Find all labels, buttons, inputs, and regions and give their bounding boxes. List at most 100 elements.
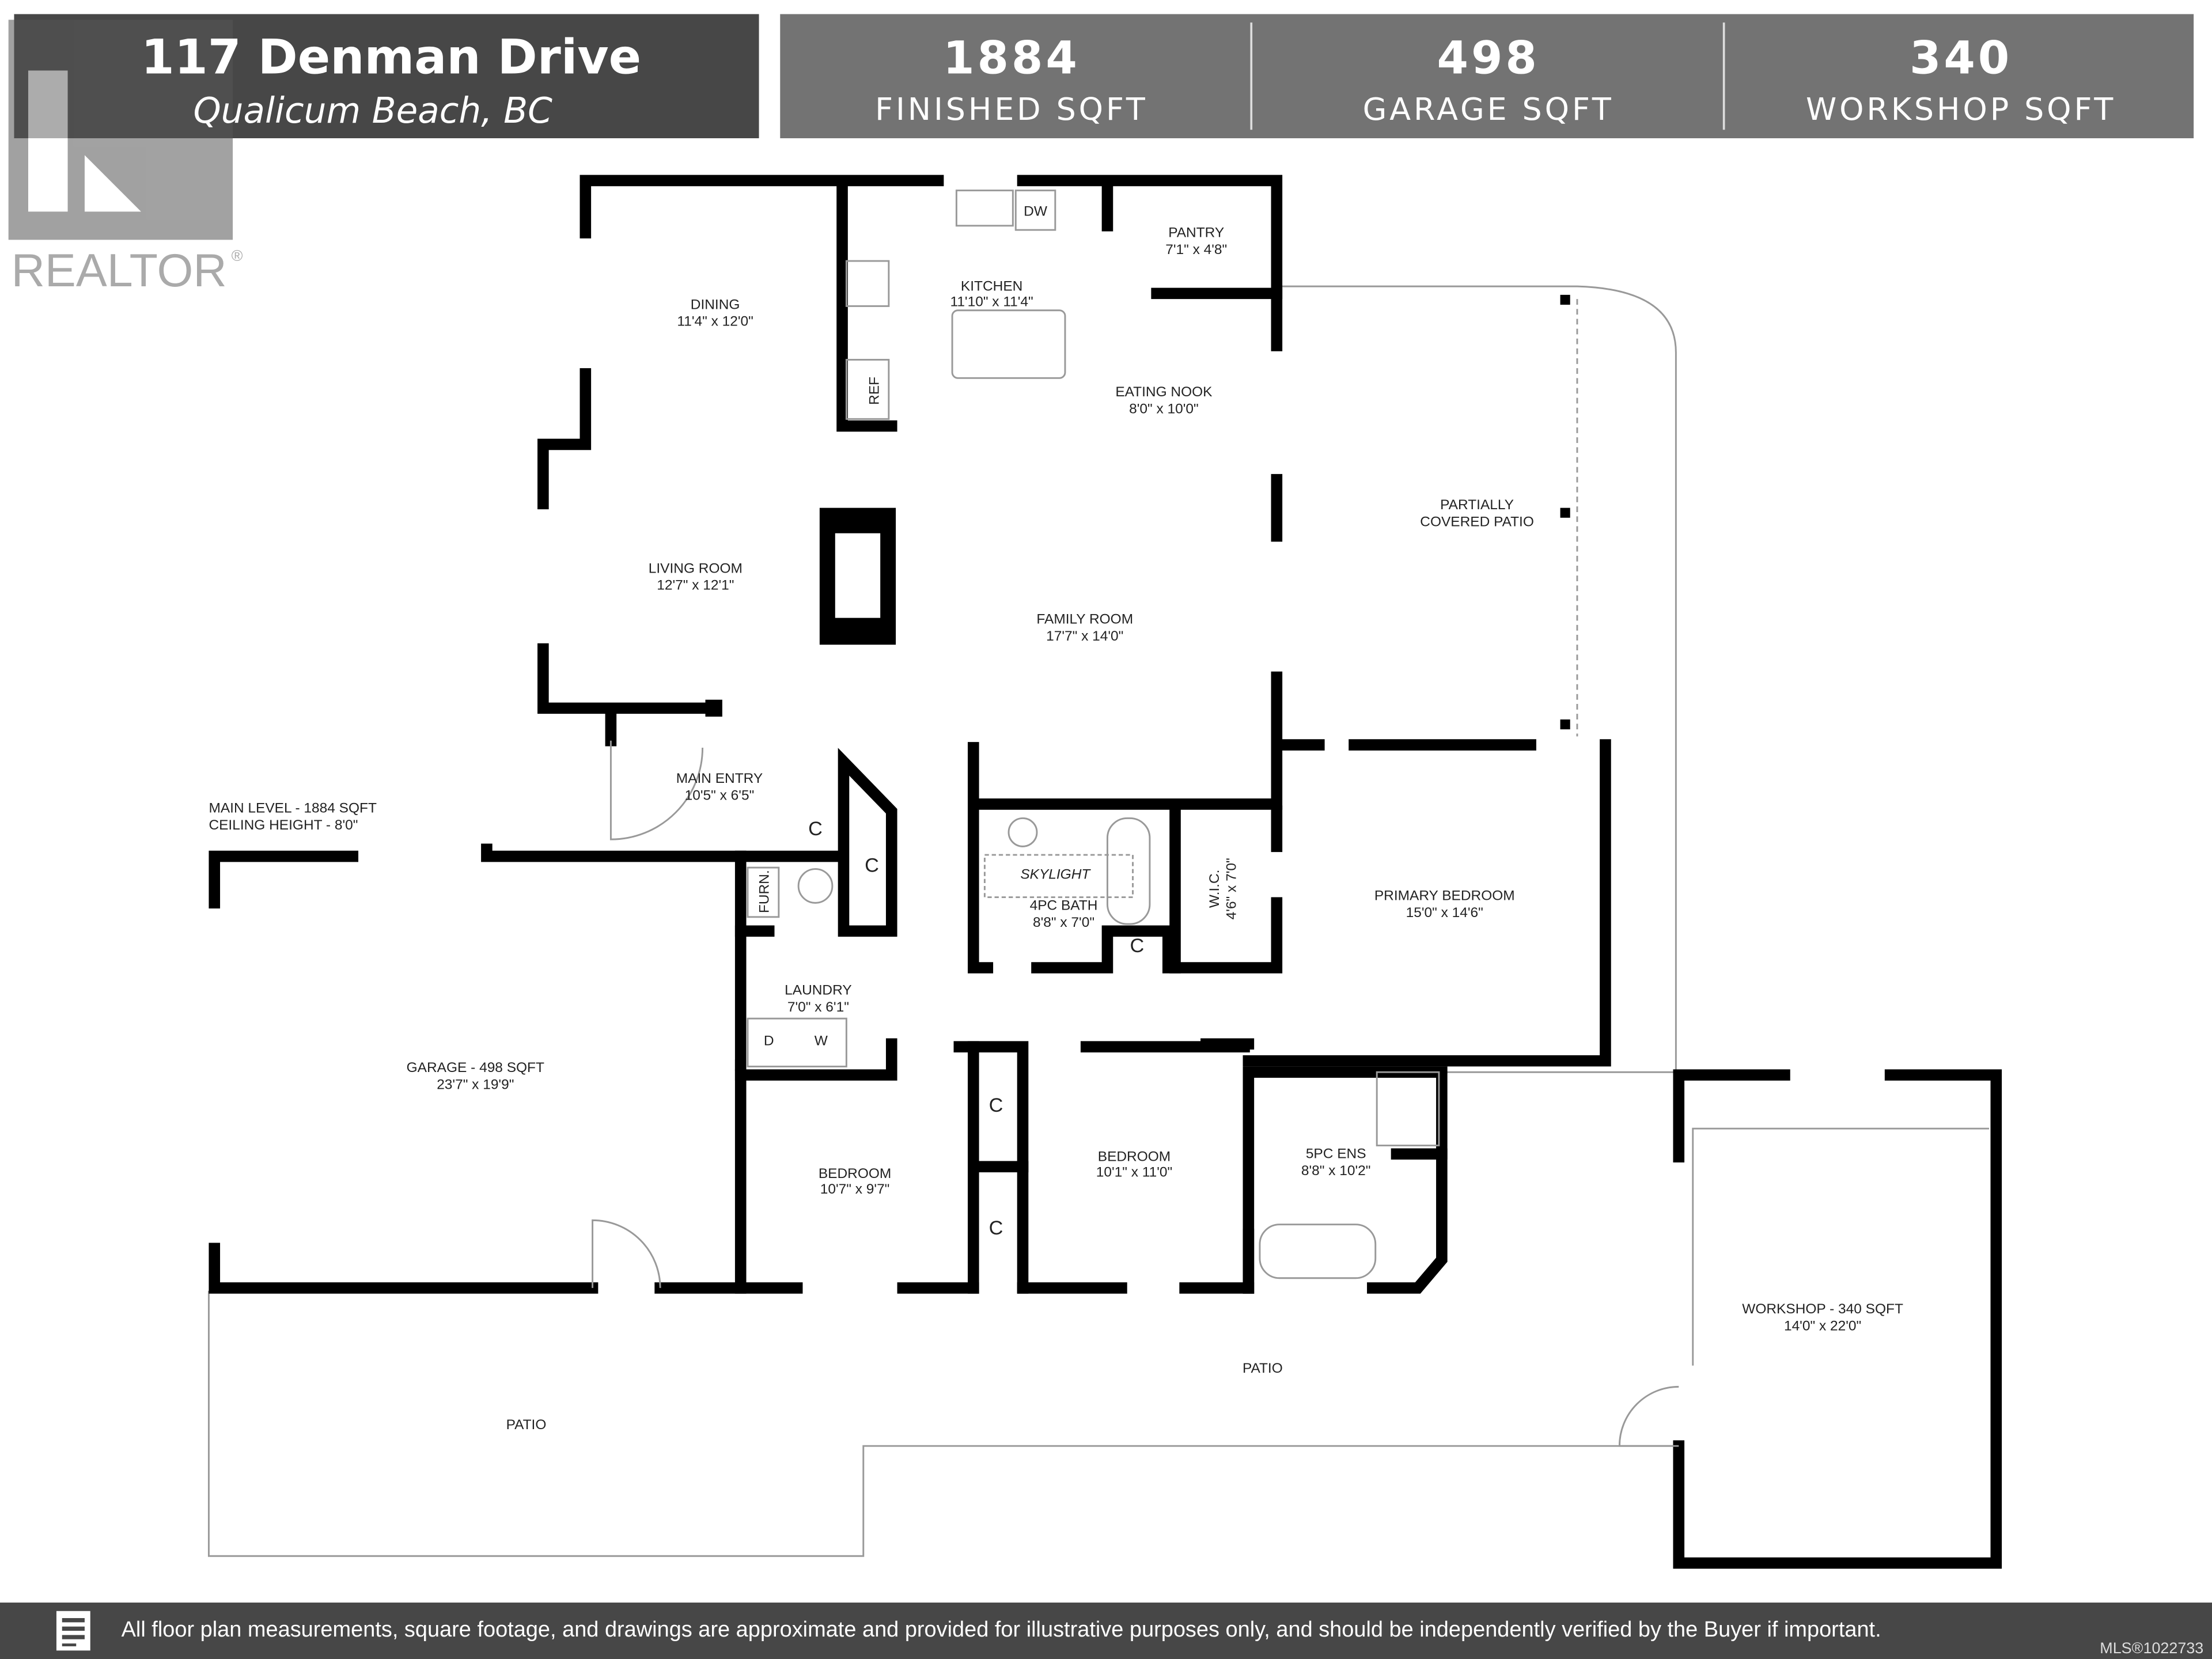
stat-garage-label: GARAGE SQFT (1363, 91, 1614, 127)
city-subtitle: Qualicum Beach, BC (194, 90, 553, 131)
svg-text:4PC BATH: 4PC BATH (1030, 898, 1098, 914)
stat-finished-label: FINISHED SQFT (875, 91, 1148, 127)
svg-text:23'7" x 19'9": 23'7" x 19'9" (437, 1077, 514, 1093)
skylight-label: SKYLIGHT (1020, 867, 1091, 882)
svg-text:DINING: DINING (691, 297, 740, 312)
furnace-icon (747, 866, 780, 918)
bathtub-icon (1106, 817, 1151, 925)
realtor-logo: REALTOR ® (8, 20, 243, 297)
header: 117 Denman Drive Qualicum Beach, BC 1884… (141, 29, 2116, 131)
washer-label: W (815, 1033, 828, 1049)
svg-text:7'1" x 4'8": 7'1" x 4'8" (1165, 242, 1227, 257)
furnace-label: FURN. (757, 870, 772, 913)
closet-label: C (989, 1094, 1003, 1116)
svg-text:PRIMARY BEDROOM: PRIMARY BEDROOM (1374, 888, 1515, 903)
closet-label: C (865, 854, 879, 876)
svg-text:11'4" x 12'0": 11'4" x 12'0" (677, 314, 753, 329)
svg-text:5PC ENS: 5PC ENS (1306, 1146, 1366, 1162)
svg-text:KITCHEN: KITCHEN (961, 278, 1022, 294)
svg-text:WORKSHOP - 340 SQFT: WORKSHOP - 340 SQFT (1742, 1301, 1903, 1317)
room-dining: DINING 11'4" x 12'0" (677, 297, 753, 329)
svg-text:14'0" x 22'0": 14'0" x 22'0" (1784, 1318, 1861, 1334)
closet-label: C (808, 818, 823, 840)
patio-label: PATIO (1243, 1361, 1283, 1376)
svg-text:FAMILY ROOM: FAMILY ROOM (1036, 611, 1133, 627)
address-title: 117 Denman Drive (141, 29, 641, 85)
stat-garage-value: 498 (1437, 32, 1540, 84)
svg-text:GARAGE - 498 SQFT: GARAGE - 498 SQFT (407, 1060, 544, 1075)
washer-dryer-icon (747, 1017, 847, 1067)
stat-workshop-label: WORKSHOP SQFT (1806, 91, 2116, 127)
workshop-inner-line (1692, 1127, 1990, 1366)
ensuite-tub-icon (1259, 1224, 1377, 1279)
document-icon (56, 1611, 90, 1651)
stat-workshop-value: 340 (1910, 32, 2012, 84)
svg-text:11'10" x 11'4": 11'10" x 11'4" (950, 294, 1033, 309)
svg-text:BEDROOM: BEDROOM (819, 1166, 891, 1181)
svg-text:8'8" x 10'2": 8'8" x 10'2" (1301, 1163, 1371, 1179)
stat-finished-value: 1884 (943, 32, 1080, 84)
mls-number: MLS®1022733 (2100, 1639, 2203, 1657)
header-backgrounds (14, 14, 2194, 139)
shower-icon (1376, 1071, 1440, 1147)
svg-text:MAIN ENTRY: MAIN ENTRY (676, 771, 763, 786)
skylight-outline (983, 854, 1134, 899)
svg-text:PARTIALLY: PARTIALLY (1440, 497, 1514, 513)
svg-text:LIVING ROOM: LIVING ROOM (649, 560, 743, 576)
kitchen-sink-icon (955, 190, 1014, 227)
kitchen-island (951, 309, 1066, 379)
garage-door-swing (592, 1219, 661, 1288)
fridge-icon (845, 359, 890, 420)
svg-text:10'1" x 11'0": 10'1" x 11'0" (1096, 1164, 1172, 1180)
svg-text:MAIN LEVEL - 1884 SQFT: MAIN LEVEL - 1884 SQFT (209, 801, 377, 816)
room-living-room: LIVING ROOM 12'7" x 12'1" (649, 560, 743, 593)
svg-text:PANTRY: PANTRY (1168, 225, 1224, 240)
patio-outline (207, 285, 1679, 1557)
svg-text:W.I.C.: W.I.C. (1207, 870, 1222, 908)
closet-label: C (989, 1217, 1003, 1239)
closet-label: C (1130, 935, 1145, 957)
svg-text:8'8" x 7'0": 8'8" x 7'0" (1033, 915, 1094, 930)
footer-bar: All floor plan measurements, square foot… (0, 1603, 2212, 1659)
svg-text:7'0" x 6'1": 7'0" x 6'1" (787, 999, 849, 1015)
fixtures (592, 190, 1990, 1447)
svg-text:4'6" x 7'0": 4'6" x 7'0" (1224, 858, 1239, 919)
entry-door-swing (609, 740, 704, 840)
svg-text:10'7" x 9'7": 10'7" x 9'7" (820, 1181, 890, 1197)
disclaimer-text: All floor plan measurements, square foot… (122, 1618, 1881, 1642)
svg-text:8'0" x 10'0": 8'0" x 10'0" (1129, 402, 1199, 417)
workshop-door-swing (1618, 1385, 1679, 1447)
walls (209, 175, 2002, 1569)
svg-text:17'7" x 14'0": 17'7" x 14'0" (1046, 628, 1123, 644)
room-garage: GARAGE - 498 SQFT 23'7" x 19'9" (407, 1060, 544, 1092)
svg-text:BEDROOM: BEDROOM (1098, 1149, 1171, 1165)
stove-icon (845, 260, 890, 307)
dishwasher-icon (1014, 190, 1056, 231)
water-heater-icon (797, 868, 834, 904)
svg-text:LAUNDRY: LAUNDRY (785, 983, 851, 998)
stats-banner (780, 14, 2194, 139)
patio-label: PATIO (506, 1417, 547, 1433)
svg-text:®: ® (232, 247, 243, 264)
realtor-logo-text: REALTOR (12, 245, 227, 297)
dishwasher-label: DW (1024, 204, 1048, 219)
svg-text:10'5" x 6'5": 10'5" x 6'5" (685, 788, 755, 804)
fridge-label: REF (867, 377, 882, 405)
room-main-entry: MAIN ENTRY 10'5" x 6'5" (676, 771, 763, 803)
svg-text:12'7" x 12'1": 12'7" x 12'1" (657, 578, 734, 593)
room-pantry: PANTRY 7'1" x 4'8" (1165, 225, 1227, 257)
dryer-label: D (764, 1033, 774, 1049)
sink-icon (1007, 817, 1038, 847)
